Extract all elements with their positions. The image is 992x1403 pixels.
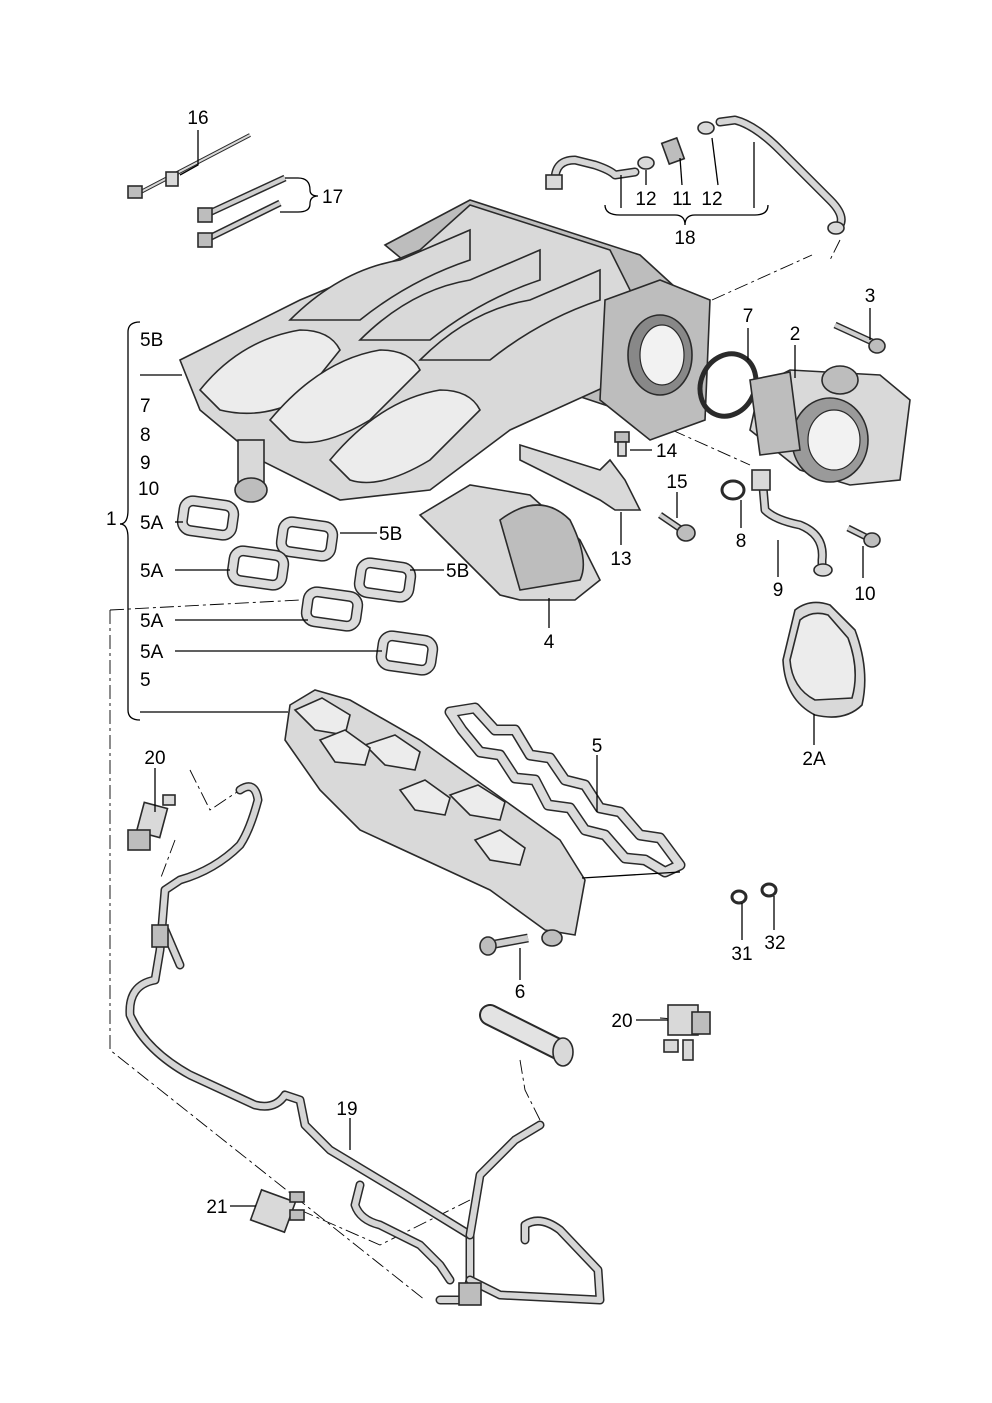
hose-9 (751, 469, 833, 577)
clamp-8 (720, 479, 746, 501)
label-32: 32 (764, 933, 785, 954)
label-5A-3: 5A (140, 611, 164, 632)
gaskets-5A-5B (176, 495, 439, 676)
label-5B-2: 5B (446, 561, 469, 582)
label-5A-4: 5A (140, 642, 164, 663)
label-20-lower: 20 (611, 1011, 632, 1032)
label-12a: 12 (635, 189, 656, 210)
label-21: 21 (206, 1197, 227, 1218)
bolt-3 (833, 321, 886, 354)
bolt-6 (479, 933, 529, 956)
label-4: 4 (544, 632, 555, 653)
label-7-list: 7 (140, 396, 151, 417)
label-3: 3 (865, 286, 876, 307)
label-17: 17 (322, 187, 343, 208)
label-13: 13 (610, 549, 631, 570)
label-14: 14 (656, 441, 678, 462)
label-20-upper: 20 (144, 748, 165, 769)
cable-tie-16 (127, 133, 251, 199)
gasket-strip-5 (444, 702, 686, 878)
leader-lines (119, 130, 871, 1207)
label-10-list: 10 (138, 479, 159, 500)
bolt-15 (658, 512, 696, 542)
bolt-14 (614, 431, 630, 457)
clamp-31 (730, 889, 748, 905)
vacuum-line-19 (125, 782, 605, 1306)
label-31: 31 (731, 944, 752, 965)
label-5A-1: 5A (140, 513, 164, 534)
label-12b: 12 (701, 189, 722, 210)
valve-20-lower (663, 1004, 711, 1061)
throttle-body-2 (749, 365, 911, 486)
label-16: 16 (187, 108, 208, 129)
label-5-list: 5 (140, 670, 151, 691)
label-18: 18 (674, 228, 695, 249)
clamp-32 (760, 882, 778, 898)
intake-manifold-upper-1 (178, 199, 711, 503)
label-1: 1 (106, 509, 117, 530)
cable-ties-17 (197, 174, 298, 248)
bolt-10 (846, 524, 881, 548)
label-9-list: 9 (140, 453, 151, 474)
label-2A: 2A (802, 749, 826, 770)
label-5B-1: 5B (379, 524, 402, 545)
bracket-13 (519, 443, 642, 511)
label-5A-2: 5A (140, 561, 164, 582)
cover-2A (782, 601, 866, 718)
label-11: 11 (672, 189, 692, 210)
check-valve (479, 1004, 574, 1067)
label-8-list: 8 (140, 425, 151, 446)
heat-shield-4 (418, 484, 602, 601)
label-6: 6 (515, 982, 526, 1003)
label-5B-list: 5B (140, 330, 163, 351)
label-15: 15 (666, 472, 687, 493)
label-8: 8 (736, 531, 747, 552)
intake-manifold-lower (284, 689, 586, 947)
label-19: 19 (336, 1099, 357, 1120)
label-7-top: 7 (743, 306, 754, 327)
label-2: 2 (790, 324, 801, 345)
label-5: 5 (592, 736, 603, 757)
label-9: 9 (773, 580, 784, 601)
vent-hose-18 (545, 115, 846, 235)
label-10: 10 (854, 584, 875, 605)
callout-labels: 16 17 12 11 12 18 3 7 2 5B 7 8 9 10 1 5A… (106, 108, 876, 1218)
valve-21 (249, 1188, 305, 1234)
valve-20-upper (127, 794, 176, 851)
